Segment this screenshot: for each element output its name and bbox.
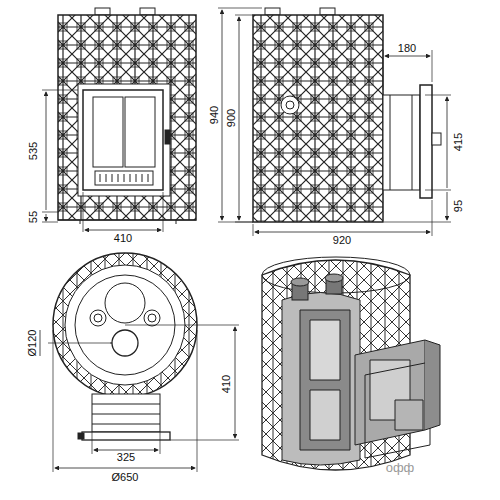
dimension-label: 535 — [27, 141, 39, 161]
dimension-label: 95 — [452, 199, 464, 213]
dimension-label: 900 — [225, 108, 237, 128]
dimension-label: 410 — [220, 374, 232, 394]
diameter-label: Ø650 — [111, 471, 140, 483]
dimension-label: 180 — [397, 42, 417, 54]
dimension-label: 55 — [27, 210, 39, 224]
dimension-label: 325 — [116, 451, 136, 463]
watermark: офф — [385, 462, 416, 474]
dimension-label: 410 — [113, 232, 133, 244]
dimension-label: 940 — [208, 105, 220, 125]
diameter-label: Ø120 — [26, 329, 38, 358]
dimension-label: 920 — [332, 234, 352, 246]
dimension-label: 415 — [452, 132, 464, 152]
